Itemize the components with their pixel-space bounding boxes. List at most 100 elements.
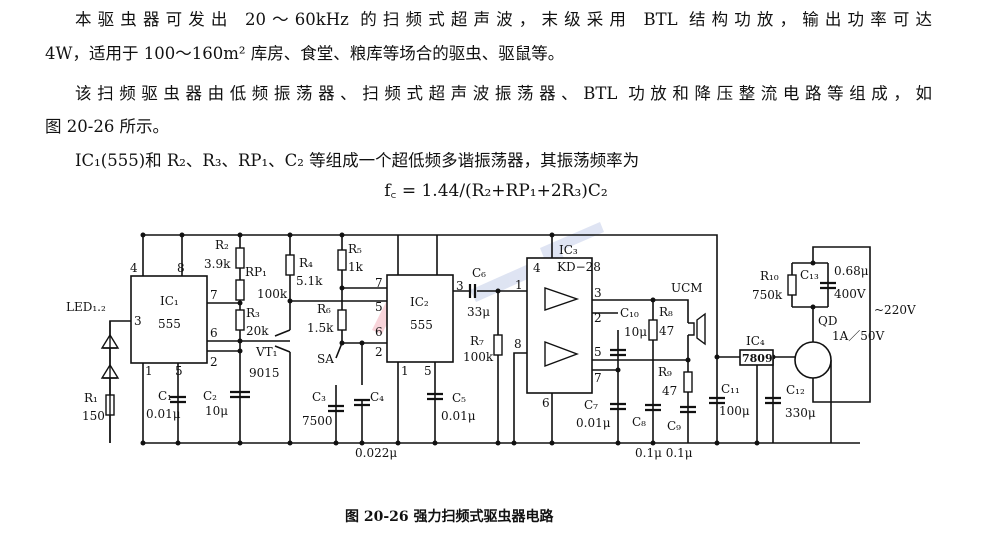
capacitors xyxy=(170,281,836,414)
ic2-box xyxy=(386,274,454,363)
paragraph-1-line-2: 4W，适用于 100～160m² 库房、食堂、粮库等场合的驱虫、驱鼠等。 xyxy=(45,44,565,63)
led-cathodes xyxy=(103,321,117,443)
label-rp1-value: 100k xyxy=(257,287,288,301)
label-c4: C₄ xyxy=(370,390,384,404)
ucm-transducer-icon xyxy=(688,312,706,346)
label-r6-value: 1.5k xyxy=(307,321,334,335)
label-ic3-pin5: 5 xyxy=(594,345,602,359)
label-c2-value: 10μ xyxy=(205,404,228,418)
amplifier-symbols xyxy=(544,287,580,368)
label-c9: C₉ xyxy=(667,419,681,433)
label-rp1: RP₁ xyxy=(245,265,267,279)
label-r8: R₈ xyxy=(659,305,673,319)
label-ic3: IC₃ xyxy=(559,243,578,257)
label-c6: C₆ xyxy=(472,266,486,280)
label-c10: C₁₀ xyxy=(620,306,639,320)
label-ic2-value: 555 xyxy=(410,318,433,332)
label-c8: C₈ xyxy=(632,415,646,429)
label-pin7: 7 xyxy=(210,288,218,302)
label-ic2-pin5: 5 xyxy=(375,300,383,314)
label-sa: SA xyxy=(317,352,334,366)
label-pin6: 6 xyxy=(210,326,218,340)
label-ic3-pin6: 6 xyxy=(542,396,550,410)
label-c8-c9-values: 0.1μ 0.1μ xyxy=(635,446,693,460)
paragraph-1-line-1: 本驱虫器可发出 20～60kHz 的扫频式超声波，末级采用 BTL 结构功放，输… xyxy=(75,10,932,29)
label-r2-value: 3.9k xyxy=(204,257,231,271)
label-r9-value: 47 xyxy=(662,384,677,398)
label-ic4-value: 7809 xyxy=(742,352,773,365)
label-c7: C₇ xyxy=(584,398,598,412)
label-r10: R₁₀ xyxy=(760,269,779,283)
label-pin2: 2 xyxy=(210,355,218,369)
label-r7: R₇ xyxy=(470,334,484,348)
label-c1: C₁ xyxy=(158,389,172,403)
bridge-rectifier xyxy=(794,341,832,379)
components xyxy=(100,247,836,443)
label-ic3-pin4: 4 xyxy=(533,261,541,275)
label-c3: C₃ xyxy=(312,390,326,404)
label-ic2-pin1: 1 xyxy=(401,364,409,378)
label-r5: R₅ xyxy=(348,242,362,256)
label-ic3-pin7: 7 xyxy=(594,371,602,385)
label-r2: R₂ xyxy=(215,238,229,252)
label-qd-rating: 1A／50V xyxy=(832,329,885,343)
label-ic1-value: 555 xyxy=(158,317,181,331)
label-ic2-pin3: 3 xyxy=(456,279,464,293)
label-r3-value: 20k xyxy=(246,324,269,338)
label-c13: C₁₃ xyxy=(800,268,819,282)
label-c3-value: 7500 xyxy=(302,414,333,428)
label-c2: C₂ xyxy=(203,389,217,403)
label-ic3-pin2: 2 xyxy=(594,311,602,325)
label-ic2: IC₂ xyxy=(410,295,429,309)
label-ic1: IC₁ xyxy=(160,294,179,308)
frequency-formula: f꜀ = 1.44/(R₂+RP₁+2R₃)C₂ xyxy=(384,181,608,201)
label-c11-value: 100μ xyxy=(719,404,750,418)
label-ucm: UCM xyxy=(671,281,703,295)
resistors xyxy=(105,247,797,416)
paragraph-3-line-1: IC₁(555)和 R₂、R₃、RP₁、C₂ 等组成一个超低频多谐振荡器，其振荡… xyxy=(75,151,640,170)
label-pin1: 1 xyxy=(145,364,153,378)
label-c5-value: 0.01μ xyxy=(441,409,476,423)
label-r6: R₆ xyxy=(317,302,331,316)
label-c11: C₁₁ xyxy=(721,382,740,396)
label-c12-value: 330μ xyxy=(785,406,816,420)
label-c10-value: 10μ xyxy=(624,325,647,339)
paragraph-2-line-2: 图 20-26 所示。 xyxy=(45,117,170,136)
label-ic4: IC₄ xyxy=(746,334,765,348)
junction-dots xyxy=(140,232,816,446)
label-r10-value: 750k xyxy=(752,288,783,302)
label-pin5: 5 xyxy=(175,364,183,378)
label-pin3: 3 xyxy=(134,314,142,328)
label-ic2-pin5b: 5 xyxy=(424,364,432,378)
label-vt1-value: 9015 xyxy=(249,366,280,380)
label-vt1: VT₁ xyxy=(255,345,277,359)
label-c13-value: 0.68μ xyxy=(834,264,869,278)
label-r8-value: 47 xyxy=(659,324,674,338)
paragraph-2-line-1: 该扫频驱虫器由低频振荡器、扫频式超声波振荡器、BTL 功放和降压整流电路等组成，… xyxy=(75,84,932,103)
label-c6-value: 33μ xyxy=(467,305,490,319)
label-ic3-pin3: 3 xyxy=(594,286,602,300)
label-c1-value: 0.01μ xyxy=(146,407,181,421)
label-c4-value: 0.022μ xyxy=(355,446,397,460)
label-pin4: 4 xyxy=(130,261,138,275)
ic3-box xyxy=(526,257,593,394)
labels: LED₁.₂ R₁ 150 IC₁ 555 4 8 3 7 6 2 1 5 R₂… xyxy=(66,238,916,460)
label-ic2-pin7: 7 xyxy=(375,276,383,290)
label-r1: R₁ xyxy=(84,391,98,405)
label-r4: R₄ xyxy=(299,256,313,270)
label-ic2-pin2: 2 xyxy=(375,345,383,359)
label-ic3-pin8: 8 xyxy=(514,337,522,351)
label-ic3-value: KD−28 xyxy=(557,260,601,274)
label-r1-value: 150 xyxy=(82,409,105,423)
label-c13-voltage: 400V xyxy=(834,287,866,301)
label-ic2-pin6: 6 xyxy=(375,325,383,339)
ic4-box xyxy=(739,349,774,366)
label-r3: R₃ xyxy=(246,306,260,320)
label-c5: C₅ xyxy=(452,391,466,405)
label-r9: R₉ xyxy=(658,365,672,379)
label-c7-value: 0.01μ xyxy=(576,416,611,430)
figure-caption: 图 20-26 强力扫频式驱虫器电路 xyxy=(345,509,554,525)
label-qd: QD xyxy=(818,314,837,328)
label-ac-input: ~220V xyxy=(874,303,916,317)
